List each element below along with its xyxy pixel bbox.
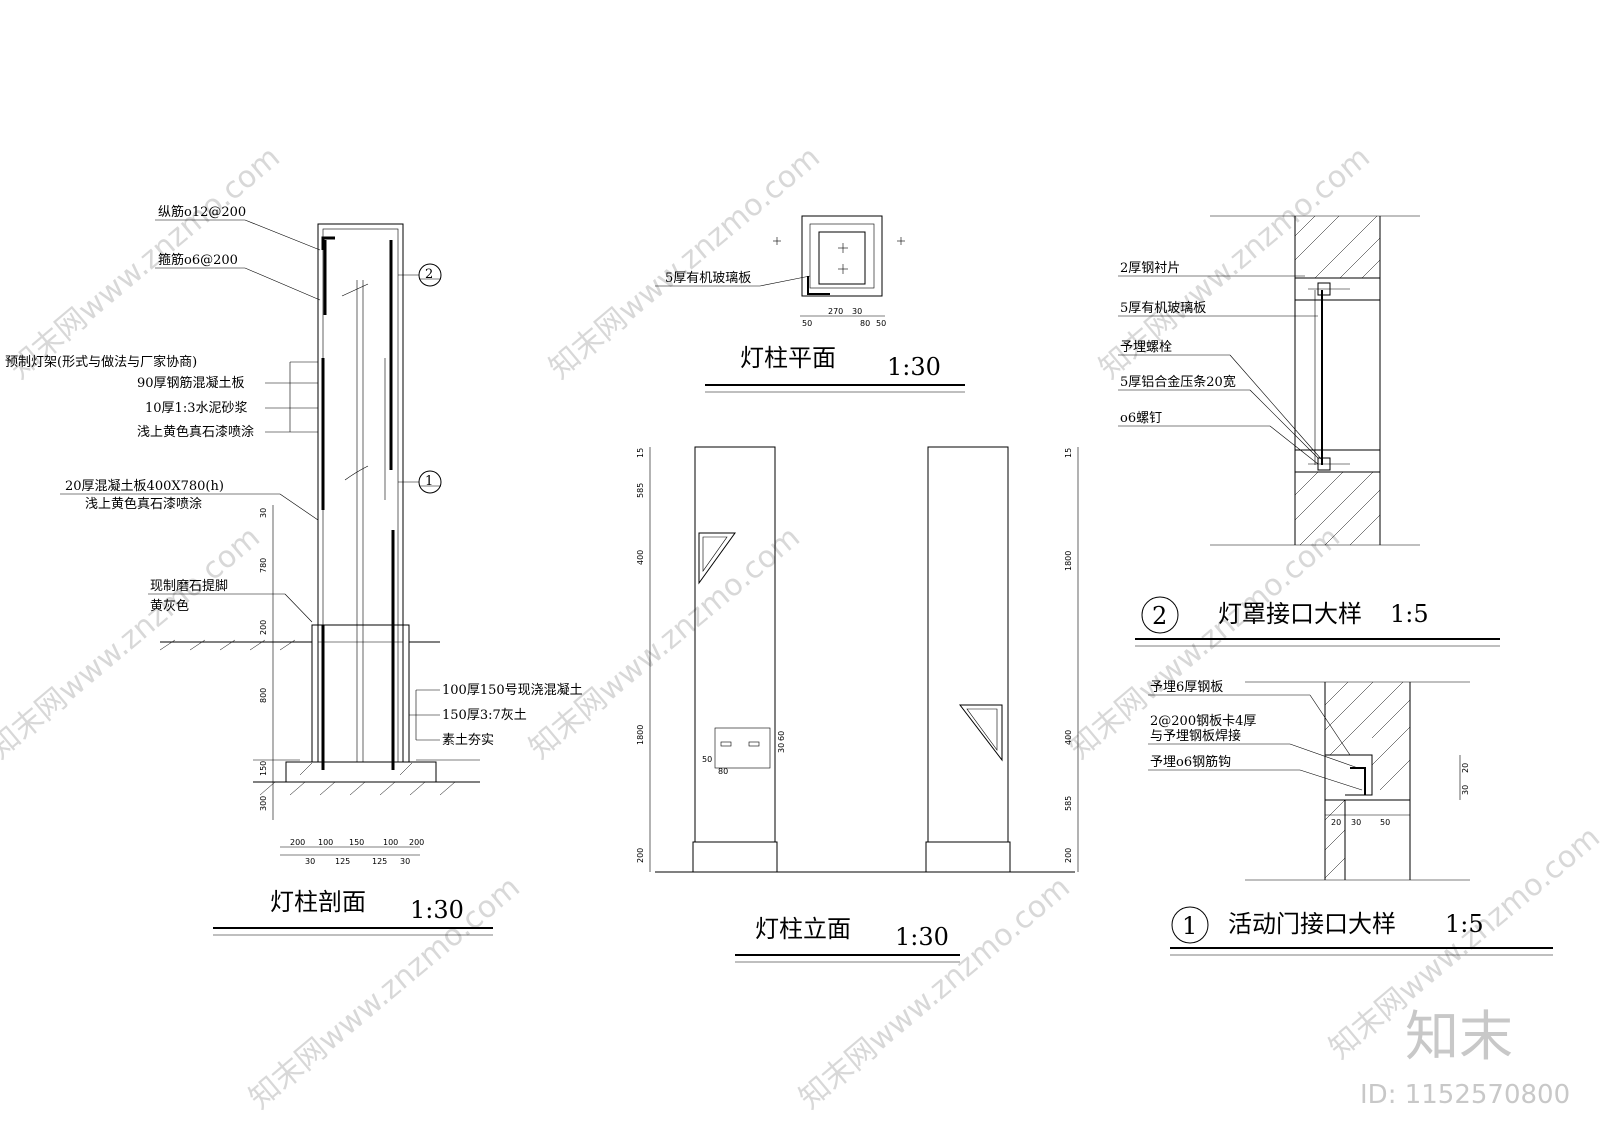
section-label-panel-paint: 浅上黄色真石漆喷涂 [85,496,202,512]
access-door [714,727,771,769]
plan-scale: 1:30 [887,353,941,381]
lamp-window-triangle [958,704,1003,762]
section-hdim: 200 [409,838,424,847]
section-hatch [159,639,456,796]
detail-1-access-door-joint: 予埋6厚钢板 2@200钢板卡4厚 与予埋钢板焊接 予埋o6钢筋钩 20 30 … [1148,680,1553,956]
section-dim-800: 800 [259,688,268,703]
detail1-dim: 50 [1380,818,1390,827]
section-label-lamp-frame: 预制灯架(形式与做法与厂家协商) [5,354,197,370]
section-scale: 1:30 [410,896,464,924]
section-hdim: 200 [290,838,305,847]
detail1-label-steel-clip: 2@200钢板卡4厚 [1150,714,1256,729]
elevation-title: 灯柱立面 [755,915,851,943]
watermark-text: 知末网www.znzmo.com [793,870,1077,1116]
callout-1-number: 1 [425,474,433,489]
watermark-text: 知末网www.znzmo.com [3,140,287,386]
door-dim: 30 [777,743,786,753]
section-dim-300: 300 [259,796,268,811]
section-label-stirrup: 箍筋o6@200 [158,252,238,268]
detail2-label-embedded-bolt: 予埋螺栓 [1120,340,1172,355]
section-dim-30: 30 [259,508,268,518]
section-dim-780: 780 [259,558,268,573]
detail2-hatch [1294,215,1381,546]
column-plan-drawing: 5厚有机玻璃板 50 270 30 80 50 灯柱平面 1:30 [655,215,965,393]
section-hdim: 100 [318,838,333,847]
elev-right-dim: 585 [1064,796,1073,811]
plan-dim: 50 [876,319,886,328]
section-label-cast-concrete: 100厚150号现浇混凝土 [442,682,583,698]
elev-left-dim: 15 [636,448,645,458]
section-label-paint: 浅上黄色真石漆喷涂 [137,424,254,440]
detail1-title: 活动门接口大样 [1228,910,1396,938]
elev-left-dim: 1800 [636,725,645,745]
section-label-terrazzo-base: 现制磨石提脚 [150,578,228,594]
section-label-base-color: 黄灰色 [150,598,189,614]
elev-right-dim: 200 [1064,848,1073,863]
detail1-label-weld: 与予埋钢板焊接 [1150,728,1241,744]
plan-dim: 30 [852,307,862,316]
watermark-brand: 知末 [1405,1005,1513,1068]
door-dim: 60 [777,731,786,741]
column-section-drawing: 30 780 200 800 150 300 200 100 150 100 2… [5,204,583,936]
plan-dim: 50 [802,319,812,328]
detail2-number: 2 [1152,602,1167,630]
section-label-mortar: 10厚1:3水泥砂浆 [145,401,247,416]
section-label-lime-soil: 150厚3:7灰土 [442,708,527,723]
section-label-precast-panel: 20厚混凝土板400X780(h) [65,478,224,494]
detail2-label-screw: o6螺钉 [1120,411,1162,426]
detail1-dim: 20 [1461,763,1470,773]
detail1-number: 1 [1182,912,1197,940]
detail1-label-hook: 予埋o6钢筋钩 [1150,754,1231,770]
lamp-window-triangle [698,532,736,585]
section-hdim: 100 [383,838,398,847]
section-title: 灯柱剖面 [270,888,366,916]
section-dim-200: 200 [259,620,268,635]
elev-right-dim: 1800 [1064,551,1073,571]
elev-left-dim: 400 [636,550,645,565]
watermark-id: ID: 1152570800 [1360,1080,1570,1110]
column-elevation-drawing: 50 80 30 60 15 585 400 1800 200 15 1800 … [636,446,1079,963]
detail1-label-embedded-plate: 予埋6厚钢板 [1150,680,1223,695]
callout-2-number: 2 [425,267,433,282]
detail1-dim: 30 [1461,785,1470,795]
detail1-number-circle [1171,906,1209,944]
plan-title: 灯柱平面 [740,344,836,372]
detail2-label-aluminum-strip: 5厚铝合金压条20宽 [1120,374,1236,390]
detail1-scale: 1:5 [1445,910,1484,938]
section-hdim: 150 [349,838,364,847]
detail2-number-circle [1141,596,1179,634]
detail-2-lamp-cover-joint: 2厚钢衬片 5厚有机玻璃板 予埋螺栓 5厚铝合金压条20宽 o6螺钉 2 灯罩接… [1118,215,1500,647]
detail1-dim: 20 [1331,818,1341,827]
section-hdim: 125 [335,857,350,866]
door-dim: 50 [702,755,712,764]
elev-left-dim: 585 [636,483,645,498]
section-label-concrete-slab: 90厚钢筋混凝土板 [137,375,245,391]
detail2-label-steel-liner: 2厚钢衬片 [1120,261,1180,276]
plan-label-acrylic: 5厚有机玻璃板 [665,271,751,286]
detail2-scale: 1:5 [1390,600,1429,628]
door-dim: 80 [718,767,728,776]
section-dim-150: 150 [259,761,268,776]
elev-right-dim: 400 [1064,730,1073,745]
detail2-title: 灯罩接口大样 [1218,600,1362,628]
section-label-compacted-soil: 素土夯实 [442,733,494,748]
detail2-label-acrylic: 5厚有机玻璃板 [1120,301,1206,316]
section-hdim: 125 [372,857,387,866]
elevation-scale: 1:30 [895,923,949,951]
watermark-text: 知末网www.znzmo.com [523,520,807,766]
detail1-dim: 30 [1351,818,1361,827]
plan-dim: 80 [860,319,870,328]
elev-right-dim: 15 [1064,448,1073,458]
section-label-longitudinal-rebar: 纵筋o12@200 [158,204,246,220]
section-hdim: 30 [400,857,410,866]
detail1-hatch [1324,681,1411,879]
section-hdim: 30 [305,857,315,866]
elev-left-dim: 200 [636,848,645,863]
watermark-text: 知末网www.znzmo.com [0,520,267,766]
plan-dim: 270 [828,307,843,316]
